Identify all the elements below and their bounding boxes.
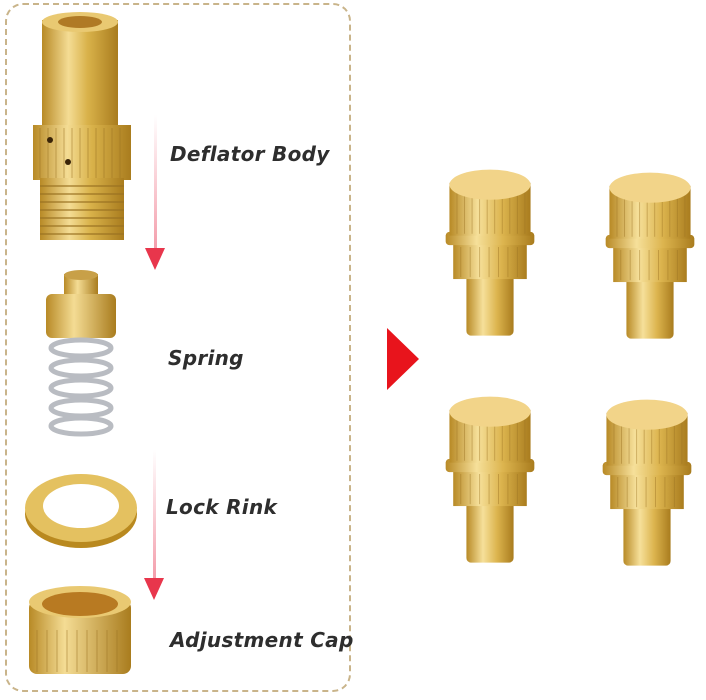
assembled-valve-2 [605, 172, 695, 340]
deflator-body-image [33, 12, 131, 240]
adjustment-cap-image [29, 586, 131, 674]
label-deflator-body: Deflator Body [170, 142, 330, 166]
play-arrow-icon [387, 328, 419, 390]
label-adjustment-cap: Adjustment Cap [170, 628, 354, 652]
assembled-valve-4 [602, 399, 692, 567]
parts-panel [5, 3, 351, 692]
arrow-down-icon [145, 115, 165, 270]
arrow-down-icon [144, 450, 164, 600]
label-spring: Spring [168, 346, 244, 370]
spring-image [46, 270, 116, 437]
lock-ring-image [25, 474, 137, 548]
label-lock-ring: Lock Rink [166, 495, 278, 519]
assembled-valve-3 [445, 396, 535, 564]
assembled-valve-1 [445, 169, 535, 337]
